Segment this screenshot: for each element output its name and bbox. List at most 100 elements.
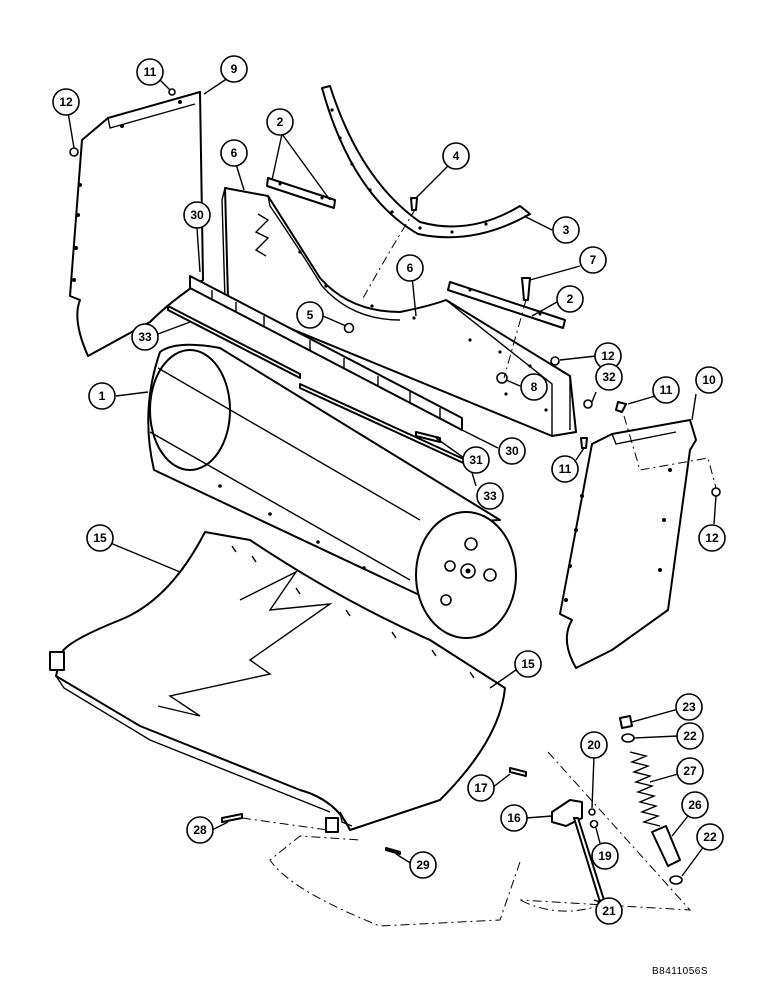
svg-text:2: 2 [567,292,574,306]
curved-strip [321,85,531,239]
svg-text:16: 16 [507,811,521,825]
screw-11-lower [580,437,588,449]
callout-26: 26 [681,791,709,819]
svg-text:15: 15 [521,657,535,671]
callout-12-top-left: 12 [52,88,80,116]
svg-text:6: 6 [407,261,414,275]
callout-6-top: 6 [220,139,248,167]
svg-text:29: 29 [416,858,430,872]
svg-text:4: 4 [453,149,460,163]
callout-15-left: 15 [86,524,114,552]
callout-3: 3 [552,216,580,244]
pin-29 [385,847,401,855]
callout-20: 20 [580,731,608,759]
rod-33-upper [167,305,301,379]
callout-11-right: 11 [652,376,680,404]
small-screw-11-top [168,88,176,96]
nut-32 [583,399,593,409]
svg-text:12: 12 [601,349,615,363]
callout-33-upper: 33 [131,323,159,351]
nut-5 [343,322,355,334]
svg-text:26: 26 [688,798,702,812]
screw-7 [521,277,531,301]
svg-text:6: 6 [231,146,238,160]
bushing-26 [651,825,681,867]
strip-2-top [266,177,336,209]
svg-text:28: 28 [193,823,207,837]
svg-text:11: 11 [559,462,572,476]
svg-text:9: 9 [231,62,238,76]
spring-27 [629,751,661,827]
callout-27: 27 [676,757,704,785]
svg-text:23: 23 [682,700,696,714]
svg-text:5: 5 [307,308,314,322]
svg-text:32: 32 [602,370,616,384]
callout-17: 17 [467,774,495,802]
callout-22-lower: 22 [696,823,724,851]
callout-30-lower: 30 [498,437,526,465]
svg-text:15: 15 [93,531,107,545]
svg-text:11: 11 [144,65,157,79]
callout-23: 23 [675,693,703,721]
svg-text:22: 22 [683,729,697,743]
callout-9: 9 [220,55,248,83]
svg-text:21: 21 [602,904,616,918]
bottom-pan [49,531,506,833]
nut-20 [588,808,596,816]
svg-text:19: 19 [598,849,612,863]
nut-23 [619,715,633,729]
drawing-reference-code: B8411056S [652,966,709,977]
callout-15-right: 15 [514,650,542,678]
svg-text:30: 30 [190,208,204,222]
svg-text:8: 8 [531,380,538,394]
svg-text:7: 7 [590,253,597,267]
callout-12-lower: 12 [698,524,726,552]
svg-text:12: 12 [705,531,719,545]
callout-5: 5 [296,301,324,329]
callout-22-upper: 22 [676,722,704,750]
svg-text:1: 1 [99,389,106,403]
bolt-28 [221,813,243,823]
callout-6-middle: 6 [396,254,424,282]
nut-12-lower [711,487,721,497]
callout-31: 31 [462,446,490,474]
svg-text:2: 2 [277,115,284,129]
nut-12-right [550,356,560,366]
callout-21: 21 [595,897,623,925]
svg-text:33: 33 [483,489,497,503]
washer-19 [589,819,599,829]
callout-2-right: 2 [556,285,584,313]
screw-4 [410,197,418,211]
callout-28: 28 [186,816,214,844]
svg-text:17: 17 [474,781,488,795]
svg-text:11: 11 [660,383,673,397]
drum [147,343,517,639]
svg-text:30: 30 [505,444,519,458]
callout-29: 29 [409,851,437,879]
bolt-31 [415,431,441,443]
screw-11-right [615,401,627,413]
callout-8: 8 [520,373,548,401]
svg-text:20: 20 [587,738,601,752]
washer-22-lower [669,875,683,885]
washer-22-upper [621,733,635,743]
callout-11-top: 11 [136,58,164,86]
callout-32: 32 [595,363,623,391]
svg-text:33: 33 [138,330,152,344]
svg-text:22: 22 [703,830,717,844]
callout-2-top: 2 [266,108,294,136]
svg-text:3: 3 [563,223,570,237]
bolt-17 [509,767,527,777]
strip-2-right [447,281,566,329]
svg-text:10: 10 [702,373,716,387]
small-nut-12-top [69,147,79,157]
callout-10: 10 [695,366,723,394]
callout-7: 7 [579,246,607,274]
side-panel-right [559,419,697,669]
callout-4: 4 [442,142,470,170]
callout-16: 16 [500,804,528,832]
svg-text:31: 31 [469,453,483,467]
callout-19: 19 [591,842,619,870]
svg-text:12: 12 [59,95,73,109]
